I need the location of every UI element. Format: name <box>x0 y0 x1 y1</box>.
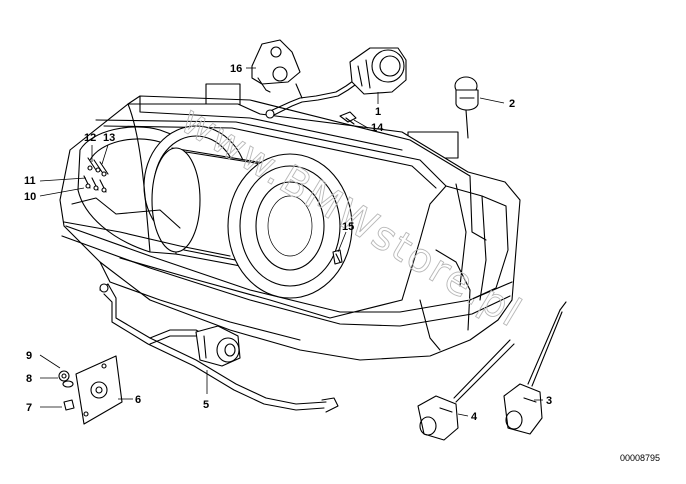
callout-4: 4 <box>471 411 478 423</box>
actuator-part-2 <box>454 76 479 139</box>
actuator-part-4 <box>417 339 515 441</box>
callout-13: 13 <box>103 132 115 144</box>
callout-2: 2 <box>509 98 515 110</box>
callout-12: 12 <box>84 132 96 144</box>
callout-15: 15 <box>342 221 354 233</box>
leader-lines <box>39 67 543 417</box>
callout-5: 5 <box>203 399 209 411</box>
callout-7: 7 <box>26 402 32 414</box>
actuator-part-3 <box>503 301 567 435</box>
top-servo-assembly <box>251 39 407 125</box>
callout-1: 1 <box>375 106 381 118</box>
callout-16: 16 <box>230 63 242 75</box>
fasteners-parts-7-8-9 <box>58 370 75 411</box>
stud-cluster <box>83 157 109 193</box>
callout-3: 3 <box>546 395 552 407</box>
blower-housing <box>59 83 521 361</box>
callout-10: 10 <box>24 191 36 203</box>
callout-6: 6 <box>135 394 141 406</box>
screw-part-15 <box>332 249 343 265</box>
lower-linkage-part-5 <box>99 283 339 413</box>
callout-8: 8 <box>26 373 32 385</box>
callout-11: 11 <box>24 175 36 187</box>
document-number: 00008795 <box>620 453 660 463</box>
callout-14: 14 <box>371 122 384 134</box>
callout-9: 9 <box>26 350 32 362</box>
mounting-plate-part-6 <box>75 355 123 425</box>
